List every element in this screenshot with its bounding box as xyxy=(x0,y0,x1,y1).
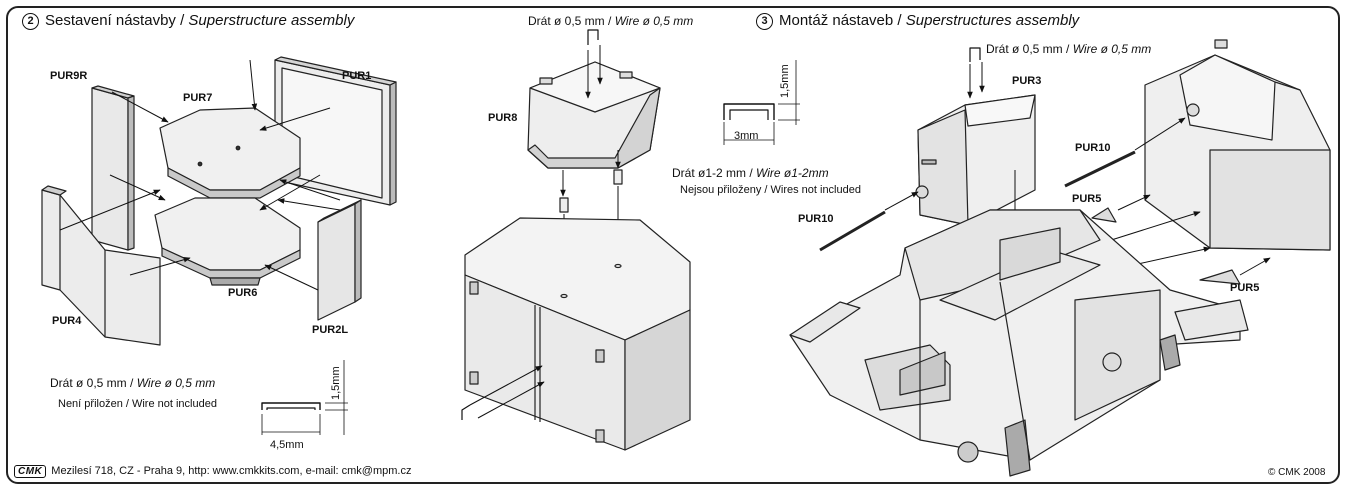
middle-wire2-included: Nejsou přiloženy / Wires not included xyxy=(680,184,861,196)
step2-number: 2 xyxy=(22,13,39,30)
step2-wire-en: Wire ø 0,5 mm xyxy=(136,376,216,390)
label-pur8: PUR8 xyxy=(488,112,518,124)
step3-wire-note: Drát ø 0,5 mm / Wire ø 0,5 mm xyxy=(986,42,1151,56)
footer-copyright: © CMK 2008 xyxy=(1268,467,1326,478)
middle-wire-en: Wire ø 0,5 mm xyxy=(614,14,694,28)
step2-dim-width: 4,5mm xyxy=(270,439,304,451)
label-pur1: PUR1 xyxy=(342,70,372,82)
middle-dim-width: 3mm xyxy=(734,130,759,142)
part-pur5-a xyxy=(1091,207,1117,223)
cabinet-body xyxy=(464,217,691,451)
sheet-frame xyxy=(6,6,1340,484)
step3-wire-en: Wire ø 0,5 mm xyxy=(1072,42,1152,56)
label-pur5-lower: PUR5 xyxy=(1230,282,1260,294)
part-pur8 xyxy=(527,61,661,169)
middle-wire-note: Drát ø 0,5 mm / Wire ø 0,5 mm xyxy=(528,14,693,28)
part-pur6 xyxy=(154,197,301,286)
part-superstructure-large xyxy=(1144,39,1331,251)
label-pur9r: PUR9R xyxy=(50,70,88,82)
step2-dim-height: 1,5mm xyxy=(330,366,342,400)
label-pur5-upper: PUR5 xyxy=(1072,193,1102,205)
step2-wire-note: Drát ø 0,5 mm / Wire ø 0,5 mm xyxy=(50,376,215,390)
vehicle-hull xyxy=(789,209,1249,477)
part-pur3 xyxy=(915,94,1036,226)
step3-wire-cz: Drát ø 0,5 mm / xyxy=(986,42,1073,56)
part-pur10-springs xyxy=(819,150,1136,252)
step2-wire-included: Není přiložen / Wire not included xyxy=(58,398,217,410)
label-pur10-left: PUR10 xyxy=(798,213,834,225)
footer-contact: CMK Mezilesí 718, CZ - Praha 9, http: www… xyxy=(14,465,411,478)
step2-wire-cz: Drát ø 0,5 mm / xyxy=(50,376,137,390)
middle-wire2-en: Wire ø1-2mm xyxy=(756,166,829,180)
label-pur6: PUR6 xyxy=(228,287,258,299)
part-pur4 xyxy=(41,185,161,346)
middle-dim-height: 1,5mm xyxy=(779,64,791,98)
middle-wire2-cz: Drát ø1-2 mm / xyxy=(672,166,757,180)
step3-title-en: Superstructures assembly xyxy=(905,12,1080,29)
cmk-logo: CMK xyxy=(14,465,47,478)
label-pur10-right: PUR10 xyxy=(1075,142,1111,154)
middle-wire2-note: Drát ø1-2 mm / Wire ø1-2mm xyxy=(672,166,829,180)
label-pur2l: PUR2L xyxy=(312,324,349,336)
middle-wire-cz: Drát ø 0,5 mm / xyxy=(528,14,615,28)
step2-title-en: Superstructure assembly xyxy=(188,12,355,29)
step3-title-cz: Montáž nástaveb / xyxy=(779,12,906,29)
part-pur5-b xyxy=(1199,269,1241,285)
part-pur9r xyxy=(91,85,135,251)
step2-title-cz: Sestavení nástavby / xyxy=(45,12,189,29)
part-pur2l xyxy=(317,199,362,321)
step2-title: 2 Sestavení nástavby / Superstructure ass… xyxy=(22,12,354,30)
step3-title: 3 Montáž nástaveb / Superstructures assem… xyxy=(756,12,1079,30)
footer-address: Mezilesí 718, CZ - Praha 9, http: www.cm… xyxy=(51,465,412,477)
part-pur1 xyxy=(274,56,397,206)
label-pur7: PUR7 xyxy=(183,92,213,104)
label-pur3: PUR3 xyxy=(1012,75,1042,87)
wire-profile-3mm xyxy=(723,60,800,145)
step3-number: 3 xyxy=(756,13,773,30)
wire-profile-4-5mm xyxy=(261,360,348,435)
label-pur4: PUR4 xyxy=(52,315,82,327)
